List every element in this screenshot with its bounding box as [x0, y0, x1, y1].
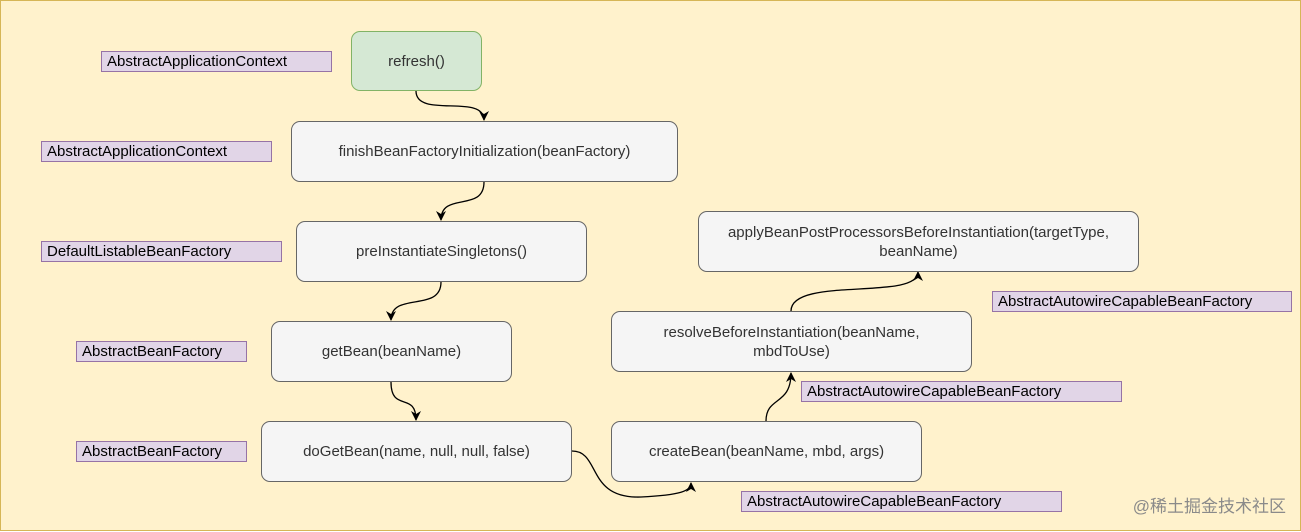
- class-label-do-get-bean: AbstractBeanFactory: [76, 441, 247, 462]
- node-resolve-before-instantiation: resolveBeforeInstantiation(beanName, mbd…: [611, 311, 972, 372]
- node-apply-line1: applyBeanPostProcessorsBeforeInstantiati…: [727, 223, 1110, 241]
- class-label-create-bean: AbstractAutowireCapableBeanFactory: [741, 491, 1062, 512]
- class-label-finish-init: AbstractApplicationContext: [41, 141, 272, 162]
- node-dogetbean-text: doGetBean(name, null, null, false): [303, 443, 530, 460]
- edge-dogetbean-to-createbean: [571, 450, 696, 498]
- node-create-bean: createBean(beanName, mbd, args): [611, 421, 922, 482]
- node-resolve-line1: resolveBeforeInstantiation(beanName,: [663, 323, 920, 341]
- node-get-bean: getBean(beanName): [271, 321, 512, 382]
- node-refresh-text: refresh(): [388, 52, 445, 70]
- node-resolve-text: resolveBeforeInstantiation(beanName, mbd…: [664, 323, 920, 361]
- class-label-resolve: AbstractAutowireCapableBeanFactory: [801, 381, 1122, 402]
- edge-getbean-to-dogetbean: [390, 381, 421, 421]
- node-refresh: refresh(): [351, 31, 482, 91]
- node-pre-instantiate-singletons: preInstantiateSingletons(): [296, 221, 587, 282]
- edge-preinstantiate-to-getbean: [386, 281, 442, 321]
- node-createbean-text: createBean(beanName, mbd, args): [648, 443, 885, 460]
- class-label-pre-instantiate: DefaultListableBeanFactory: [41, 241, 282, 262]
- node-getbean-text: getBean(beanName): [321, 343, 462, 360]
- edge-resolve-to-apply: [790, 271, 923, 312]
- node-apply-bean-post-processors: applyBeanPostProcessorsBeforeInstantiati…: [698, 211, 1139, 272]
- node-apply-text: applyBeanPostProcessorsBeforeInstantiati…: [728, 223, 1109, 261]
- node-resolve-line2: mbdToUse): [753, 342, 830, 360]
- edge-refresh-to-finish: [415, 90, 489, 121]
- node-finish-bean-factory-initialization: finishBeanFactoryInitialization(beanFact…: [291, 121, 678, 182]
- node-apply-line2: beanName): [879, 242, 958, 260]
- edge-createbean-to-resolve: [765, 372, 796, 422]
- edge-finish-to-preinstantiate: [436, 181, 485, 221]
- class-label-get-bean: AbstractBeanFactory: [76, 341, 247, 362]
- class-label-apply: AbstractAutowireCapableBeanFactory: [992, 291, 1292, 312]
- watermark: @稀土掘金技术社区: [1132, 497, 1286, 516]
- class-label-refresh: AbstractApplicationContext: [101, 51, 332, 72]
- node-finish-text: finishBeanFactoryInitialization(beanFact…: [338, 143, 631, 160]
- node-preinstantiate-text: preInstantiateSingletons(): [356, 243, 527, 260]
- node-do-get-bean: doGetBean(name, null, null, false): [261, 421, 572, 482]
